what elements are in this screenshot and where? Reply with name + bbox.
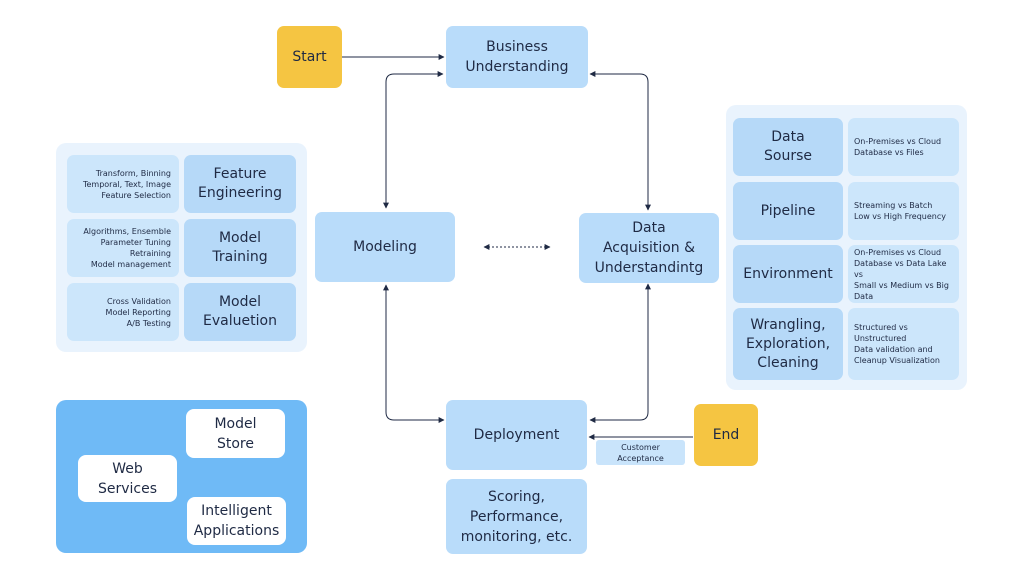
pipeline-title: Pipeline [733,182,843,240]
feature-engineering-title: Feature Engineering [184,155,296,213]
model-training-desc: Algorithms, Ensemble Parameter Tuning Re… [67,219,179,277]
scoring-node: Scoring, Performance, monitoring, etc. [446,479,587,554]
web-services-node: Web Services [78,455,177,502]
pipeline-desc: Streaming vs Batch Low vs High Frequency [848,182,959,240]
wrangling-title: Wrangling, Exploration, Cleaning [733,308,843,380]
model-evaluation-title: Model Evaluetion [184,283,296,341]
modeling-node: Modeling [315,212,455,282]
customer-acceptance-label: Customer Acceptance [596,440,685,465]
start-node: Start [277,26,342,88]
acquisition-deployment-arrow [589,283,651,423]
end-node: End [694,404,758,466]
data-acquisition-node: Data Acquisition & Understandintg [579,213,719,283]
intelligent-applications-node: Intelligent Applications [187,497,286,545]
deployment-node: Deployment [446,400,587,470]
business-modeling-arrow [383,71,444,209]
business-acquisition-arrow [589,71,651,211]
feature-engineering-desc: Transform, Binning Temporal, Text, Image… [67,155,179,213]
model-evaluation-desc: Cross Validation Model Reporting A/B Tes… [67,283,179,341]
data-source-desc: On-Premises vs Cloud Database vs Files [848,118,959,176]
model-training-title: Model Training [184,219,296,277]
model-store-node: Model Store [186,409,285,458]
environment-title: Environment [733,245,843,303]
data-source-title: Data Sourse [733,118,843,176]
modeling-deployment-arrow [383,284,445,423]
environment-desc: On-Premises vs Cloud Database vs Data La… [848,245,959,303]
wrangling-desc: Structured vs Unstructured Data validati… [848,308,959,380]
business-understanding-node: Business Understanding [446,26,588,88]
